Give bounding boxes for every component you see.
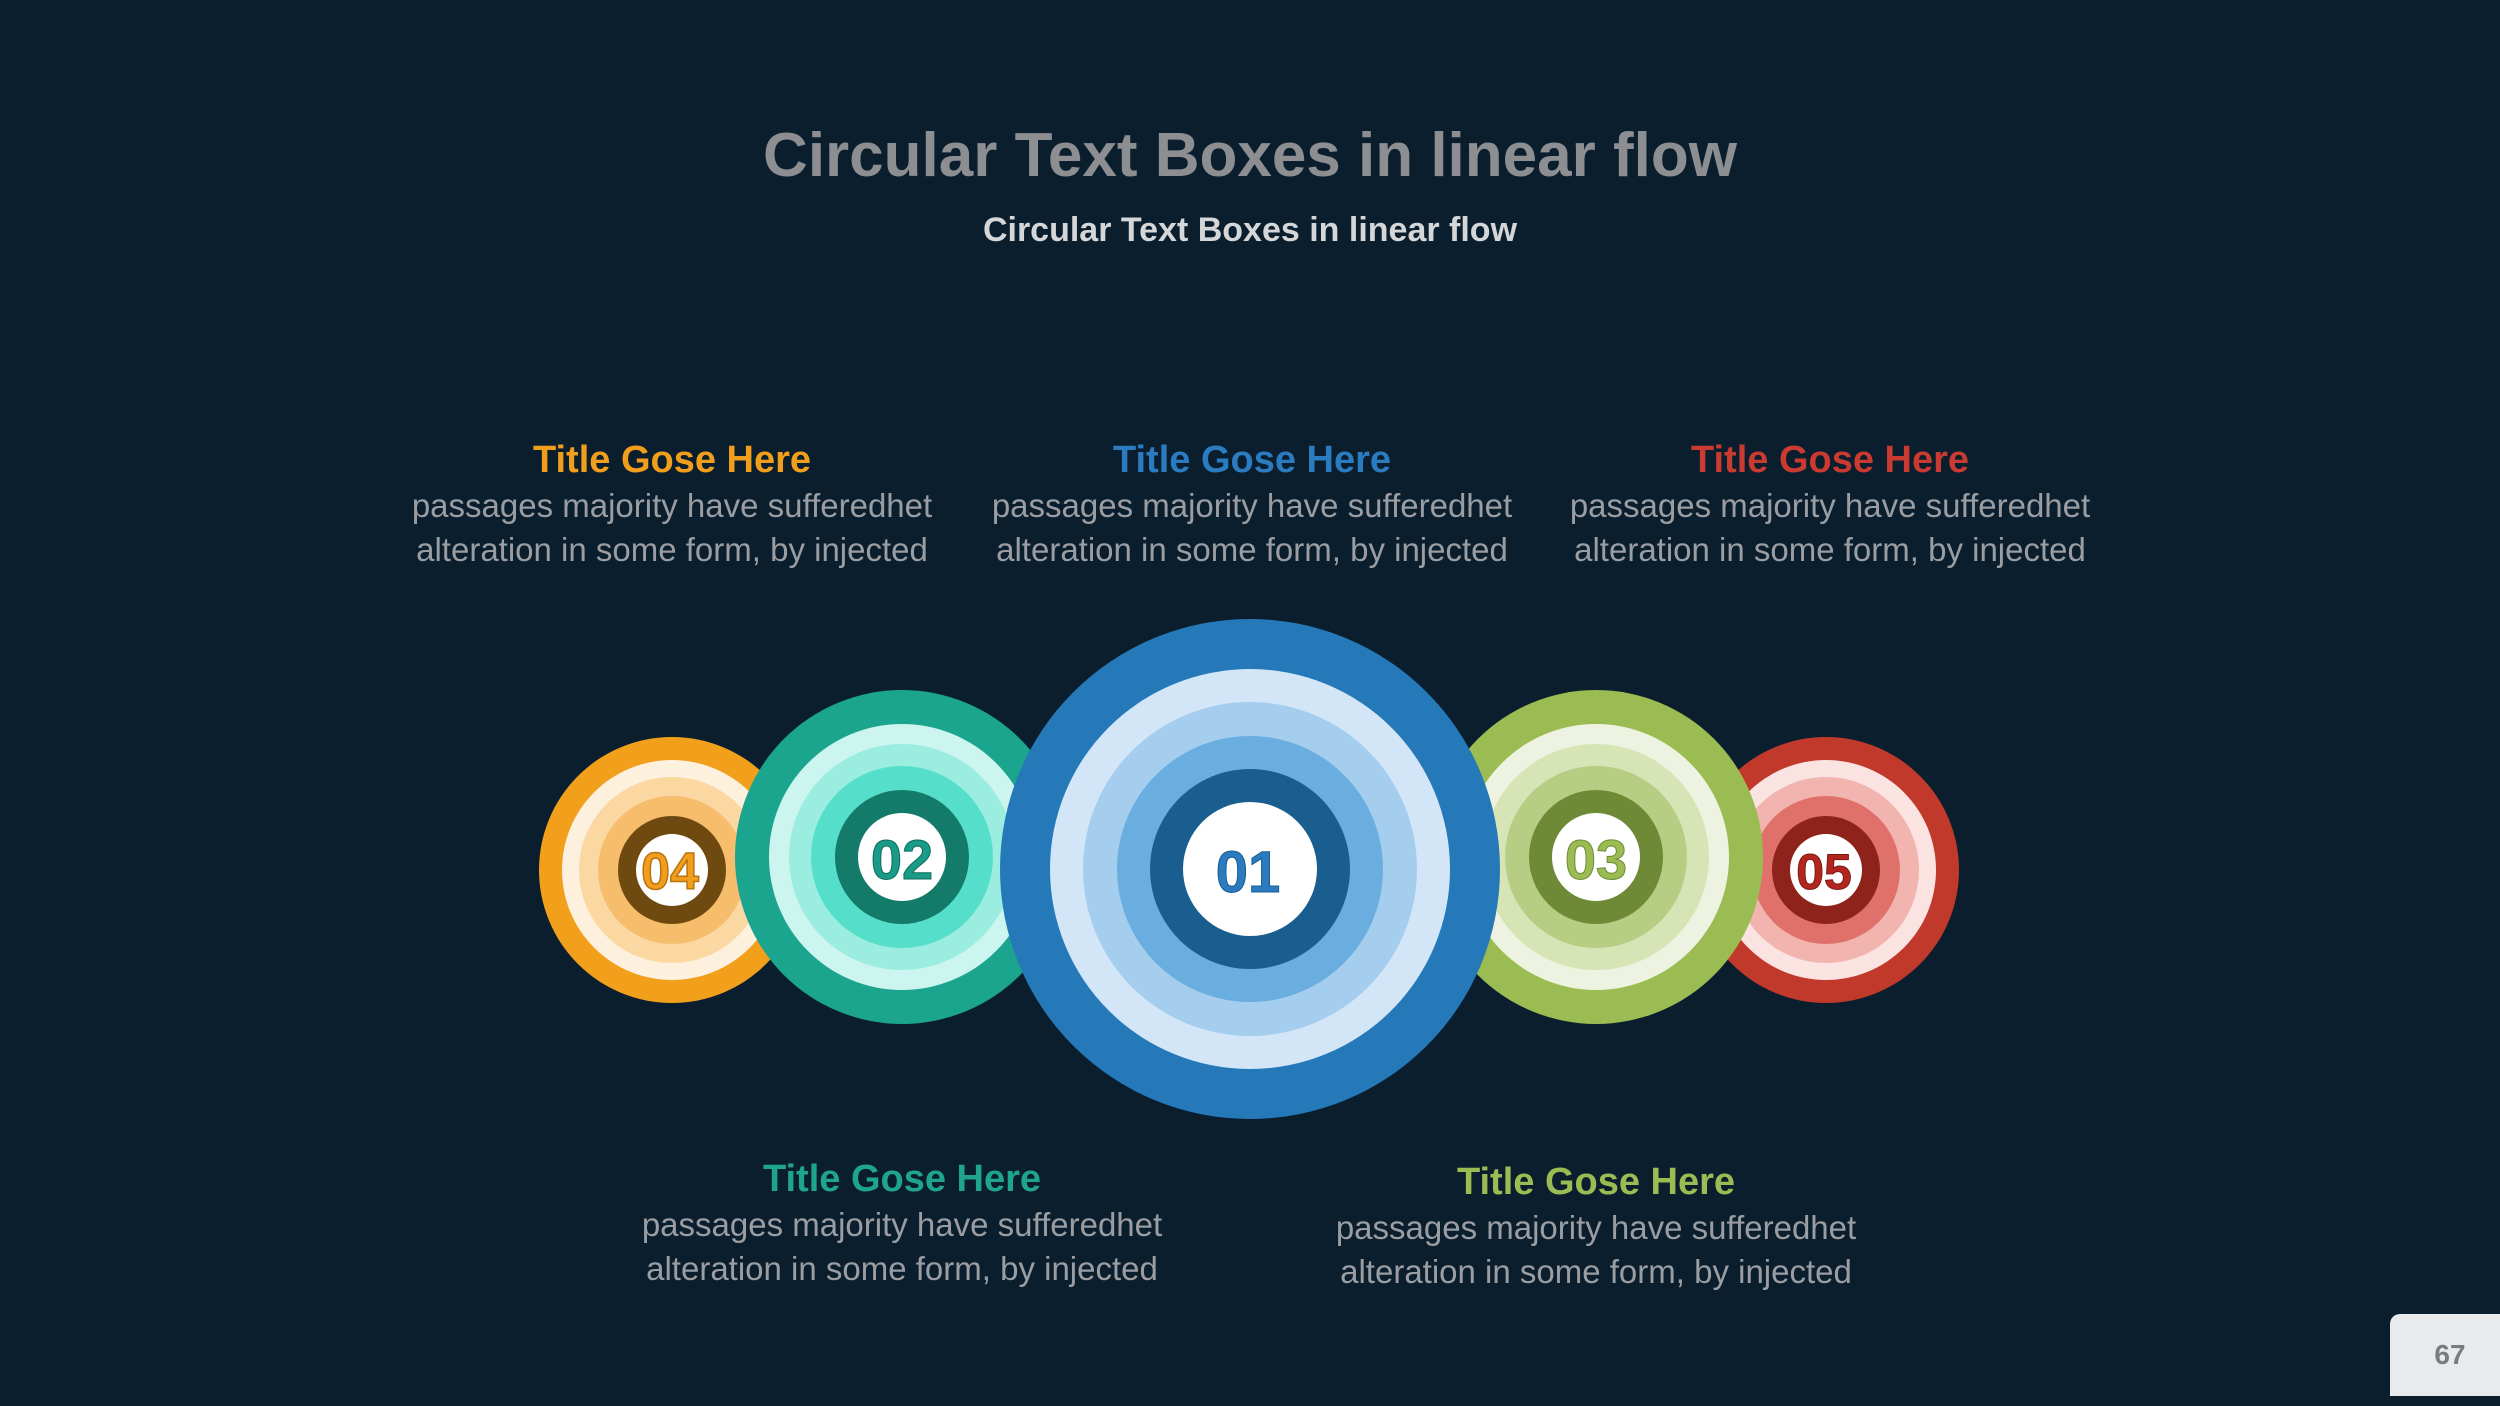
circle-04-number: 04 <box>641 843 699 901</box>
circle-05: 05 <box>1693 737 1959 1003</box>
slide-subtitle: Circular Text Boxes in linear flow <box>982 211 1518 249</box>
text-block-01-line-1: passages majority have sufferedhet <box>991 487 1513 524</box>
page-number: 67 <box>2390 1314 2500 1396</box>
text-block-04-body: passages majority have sufferedhet alter… <box>372 484 972 572</box>
circle-03-number: 03 <box>1565 828 1627 891</box>
text-block-04-line-1: passages majority have sufferedhet <box>411 487 933 524</box>
circle-03: 03 <box>1429 690 1763 1024</box>
text-block-03: Title Gose Here passages majority have s… <box>1296 1158 1896 1294</box>
text-block-04: Title Gose Here passages majority have s… <box>372 436 972 572</box>
text-block-05-body: passages majority have sufferedhet alter… <box>1530 484 2130 572</box>
circle-04: 04 <box>539 737 805 1003</box>
circle-05-number: 05 <box>1796 844 1852 900</box>
text-block-01-line-2: alteration in some form, by injected <box>996 531 1508 568</box>
slide-title: Circular Text Boxes in linear flow <box>763 121 1737 190</box>
circle-02-number: 02 <box>871 828 933 891</box>
text-block-03-title: Title Gose Here <box>1456 1161 1736 1203</box>
text-block-04-line-2: alteration in some form, by injected <box>416 531 928 568</box>
text-block-02-title: Title Gose Here <box>762 1158 1042 1200</box>
text-block-01: Title Gose Here passages majority have s… <box>952 436 1552 572</box>
text-block-03-line-1: passages majority have sufferedhet <box>1335 1209 1857 1246</box>
text-block-05-title: Title Gose Here <box>1690 439 1970 481</box>
circle-02: 02 <box>735 690 1069 1024</box>
text-block-02-line-2: alteration in some form, by injected <box>646 1250 1158 1287</box>
text-block-02-body: passages majority have sufferedhet alter… <box>602 1203 1202 1291</box>
circle-01-number: 01 <box>1216 840 1281 905</box>
text-block-03-body: passages majority have sufferedhet alter… <box>1296 1206 1896 1294</box>
text-block-01-body: passages majority have sufferedhet alter… <box>952 484 1552 572</box>
circle-01: 01 <box>1000 619 1500 1119</box>
text-block-04-title: Title Gose Here <box>532 439 812 481</box>
text-block-05-line-2: alteration in some form, by injected <box>1574 531 2086 568</box>
text-block-05: Title Gose Here passages majority have s… <box>1530 436 2130 572</box>
text-block-03-line-2: alteration in some form, by injected <box>1340 1253 1852 1290</box>
text-block-02-line-1: passages majority have sufferedhet <box>641 1206 1163 1243</box>
text-block-01-title: Title Gose Here <box>1112 439 1392 481</box>
text-block-05-line-1: passages majority have sufferedhet <box>1569 487 2091 524</box>
text-block-02: Title Gose Here passages majority have s… <box>602 1155 1202 1291</box>
